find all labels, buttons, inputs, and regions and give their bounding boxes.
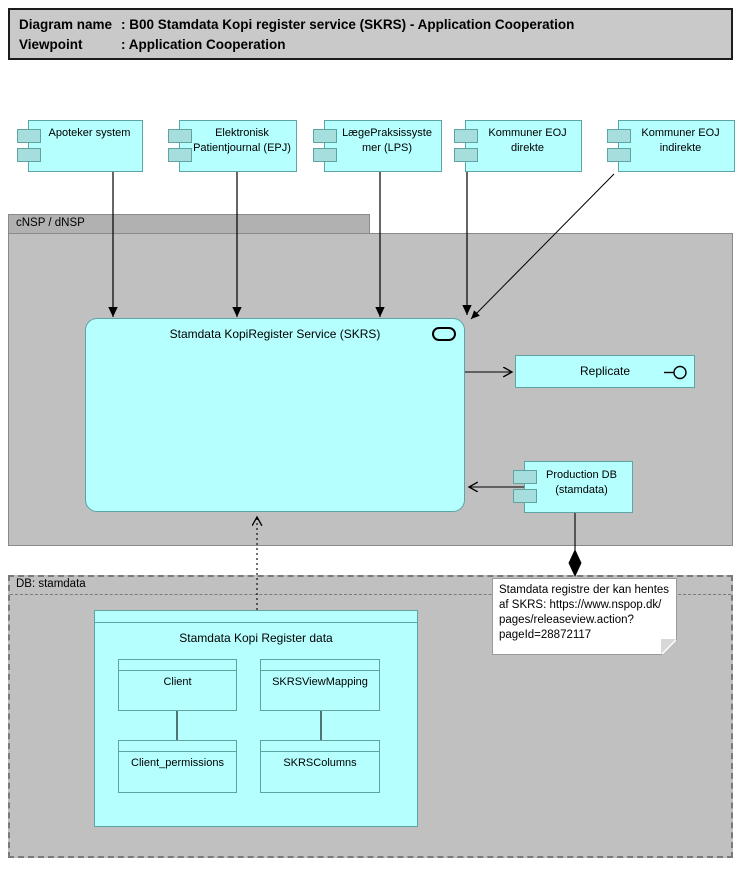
register-data-header-strip [95, 611, 417, 623]
table-skrscolumns[interactable]: SKRSColumns [260, 740, 380, 793]
replicate-label: Replicate [579, 364, 631, 378]
component-label: Production DB (stamdata) [546, 469, 617, 496]
component-epj[interactable]: Elektronisk Patientjournal (EPJ) [168, 120, 297, 172]
viewpoint-value: : Application Cooperation [121, 37, 286, 52]
table-name: SKRSViewMapping [272, 676, 368, 688]
component-label: Kommuner EOJ indirekte [641, 127, 720, 154]
component-icon [17, 129, 41, 143]
component-label: Kommuner EOJ direkte [488, 127, 567, 154]
table-skrsviewmapping[interactable]: SKRSViewMapping [260, 659, 380, 711]
table-client-permissions[interactable]: Client_permissions [118, 740, 237, 793]
note[interactable]: Stamdata registre der kan hentes af SKRS… [492, 578, 677, 655]
service-oval-icon [432, 327, 456, 341]
component-lps[interactable]: LægePraksissystemer (LPS) [313, 120, 442, 172]
component-icon [454, 148, 478, 162]
note-line: Stamdata registre der kan hentes [499, 584, 670, 596]
viewpoint-label: Viewpoint [19, 37, 83, 52]
component-kommuner-eoj-indirekte[interactable]: Kommuner EOJ indirekte [607, 120, 735, 172]
component-kommuner-eoj-direkte[interactable]: Kommuner EOJ direkte [454, 120, 582, 172]
replicate-node[interactable]: Replicate [515, 355, 695, 388]
table-header-strip [261, 660, 379, 671]
component-icon [168, 148, 192, 162]
title-value: : B00 Stamdata Kopi register service (SK… [121, 17, 575, 32]
component-label: Elektronisk Patientjournal (EPJ) [193, 127, 291, 154]
db-stamdata-label: DB: stamdata [10, 577, 731, 595]
component-label: LægePraksissystemer (LPS) [342, 127, 432, 154]
component-label: Apoteker system [48, 127, 131, 139]
interface-icon [664, 365, 687, 380]
register-data-node[interactable]: Stamdata Kopi Register data [94, 610, 418, 827]
component-icon [454, 129, 478, 143]
component-icon [17, 148, 41, 162]
component-icon [168, 129, 192, 143]
table-name: Client_permissions [131, 757, 224, 769]
table-header-strip [119, 741, 236, 752]
note-line: pages/releaseview.action? [499, 614, 634, 626]
component-icon [513, 470, 537, 484]
skrs-service-label: Stamdata KopiRegister Service (SKRS) [169, 327, 381, 341]
register-data-title: Stamdata Kopi Register data [179, 631, 333, 645]
component-icon [313, 129, 337, 143]
cnsp-group-label: cNSP / dNSP [16, 217, 85, 229]
component-icon [607, 129, 631, 143]
component-production-db[interactable]: Production DB (stamdata) [513, 461, 633, 513]
skrs-service-node[interactable]: Stamdata KopiRegister Service (SKRS) [85, 318, 465, 512]
component-icon [607, 148, 631, 162]
table-header-strip [261, 741, 379, 752]
component-apoteker-system[interactable]: Apoteker system [17, 120, 143, 172]
component-icon [513, 489, 537, 503]
note-line: af SKRS: https://www.nspop.dk/ [499, 599, 662, 611]
table-header-strip [119, 660, 236, 671]
note-line: pageId=28872117 [499, 629, 592, 641]
title-label: Diagram name [19, 17, 113, 32]
table-name: Client [163, 676, 192, 688]
diagram-title-bar: Diagram name : B00 Stamdata Kopi registe… [8, 8, 733, 60]
cnsp-group-tab[interactable]: cNSP / dNSP [8, 214, 370, 234]
table-client[interactable]: Client [118, 659, 237, 711]
component-icon [313, 148, 337, 162]
table-name: SKRSColumns [283, 757, 357, 769]
composition-diamond-icon [568, 549, 582, 577]
